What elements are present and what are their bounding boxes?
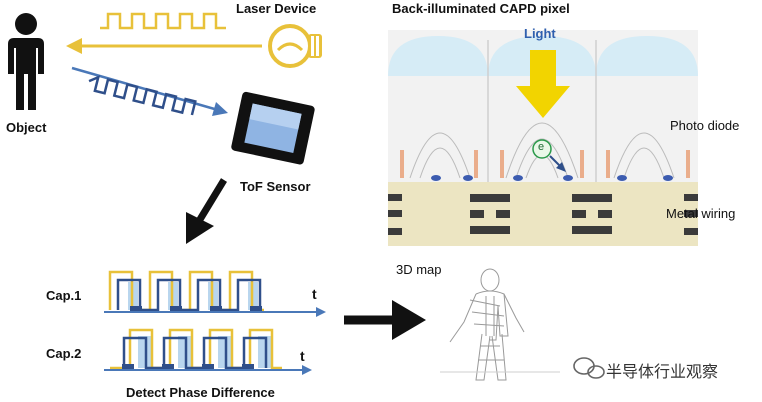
capd-pixel-illustration xyxy=(388,30,698,246)
time-axis-label-1: t xyxy=(312,286,317,302)
laser-beam-arrow xyxy=(66,38,262,54)
object-label: Object xyxy=(6,120,47,135)
metal-wiring-label: Metal wiring xyxy=(666,206,736,221)
flow-arrow-down xyxy=(186,178,227,244)
detect-phase-label: Detect Phase Difference xyxy=(126,385,275,400)
capd-title: Back-illuminated CAPD pixel xyxy=(392,1,570,16)
electron-label: e xyxy=(538,141,545,153)
flow-arrow-right xyxy=(344,300,426,340)
watermark-text: 半导体行业观察 xyxy=(606,364,719,381)
cap2-label: Cap.2 xyxy=(46,346,82,361)
person-icon xyxy=(8,13,44,110)
photo-diode-label: Photo diode xyxy=(670,118,740,133)
cap2-signal xyxy=(104,328,312,375)
laser-bulb-icon xyxy=(268,24,322,68)
tof-sensor-label: ToF Sensor xyxy=(240,179,311,194)
laser-pulse-wave xyxy=(100,12,226,30)
reflected-pulse-wave xyxy=(88,75,197,116)
wechat-icon xyxy=(573,357,605,379)
laser-device-label: Laser Device xyxy=(236,1,317,16)
tof-sensor-chip xyxy=(231,91,315,165)
3d-map-label: 3D map xyxy=(396,262,442,277)
3d-map-figure xyxy=(440,268,560,381)
time-axis-label-2: t xyxy=(300,348,305,364)
cap1-signal xyxy=(104,270,326,317)
light-label: Light xyxy=(524,26,556,41)
cap1-label: Cap.1 xyxy=(46,288,82,303)
